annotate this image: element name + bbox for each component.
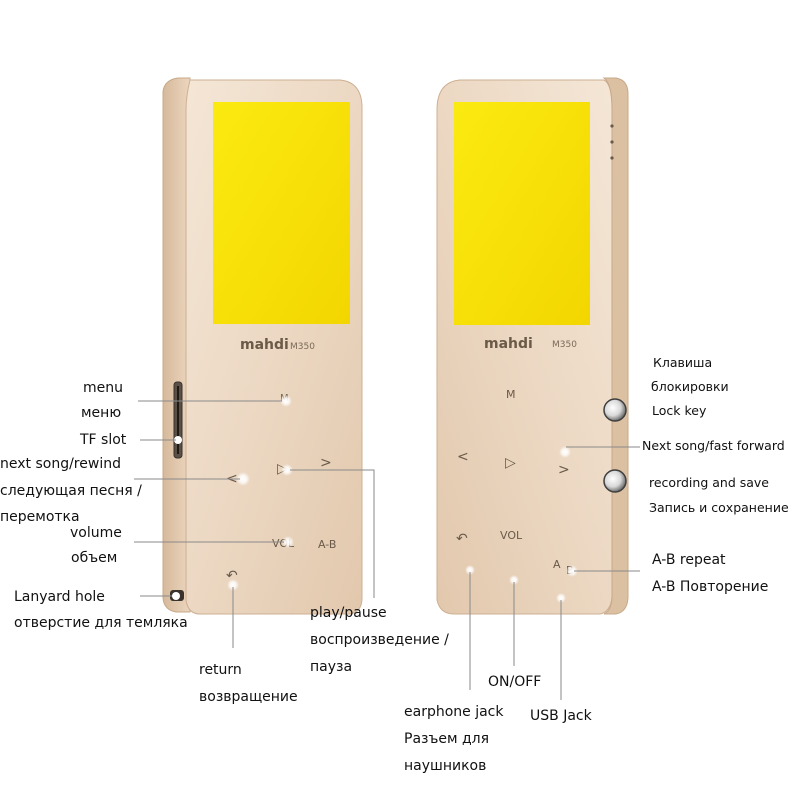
right-lock-key[interactable] xyxy=(603,398,627,422)
right-player: mahdi M350 M < ▷ > VOL A B ↶ xyxy=(436,77,629,615)
label-earphone-ru1: Разъем для xyxy=(404,731,490,747)
left-tf-dot xyxy=(174,436,182,444)
label-ab-ru: A-B Повторение xyxy=(652,579,769,595)
label-ab-en: A-B repeat xyxy=(652,552,726,568)
right-menu-button[interactable]: M xyxy=(506,388,516,401)
label-return-ru: возвращение xyxy=(199,689,298,705)
label-volume-ru: объем xyxy=(71,550,118,566)
label-next-rewind-en: next song/rewind xyxy=(0,456,121,472)
left-vol-dot xyxy=(282,536,294,548)
left-brand-logo: mahdi xyxy=(240,337,289,353)
line-play xyxy=(290,469,375,598)
right-record-key[interactable] xyxy=(603,469,627,493)
left-ab-button[interactable]: A-B xyxy=(318,538,336,551)
right-brand-logo: mahdi xyxy=(484,336,533,352)
label-tf-slot: TF slot xyxy=(80,432,127,448)
right-mic-hole-2 xyxy=(610,140,614,144)
right-ab-button-a[interactable]: A xyxy=(553,558,561,571)
left-next-button[interactable]: > xyxy=(320,455,332,471)
left-player: mahdi M350 M < ▷ > VOL A-B ↶ xyxy=(162,77,363,615)
right-play-button[interactable]: ▷ xyxy=(505,455,516,471)
left-menu-dot xyxy=(280,395,292,407)
label-rec-en: recording and save xyxy=(649,475,769,490)
right-back-button[interactable]: ↶ xyxy=(456,531,468,547)
left-model-label: M350 xyxy=(290,342,315,352)
right-player-screen xyxy=(454,102,590,325)
right-next-dot xyxy=(559,446,571,458)
right-ab-dot xyxy=(566,565,578,577)
label-play-en: play/pause xyxy=(310,605,387,621)
label-return-en: return xyxy=(199,662,242,678)
label-rec-ru: Запись и сохранение xyxy=(649,500,789,515)
label-volume-en: volume xyxy=(70,525,122,541)
left-lanyard-dot xyxy=(172,592,180,600)
right-earphone-dot xyxy=(465,565,475,575)
label-next-rewind-ru1: следующая песня / xyxy=(0,483,142,499)
left-player-screen xyxy=(213,102,350,324)
label-menu-en: menu xyxy=(83,380,123,396)
right-onoff-dot xyxy=(509,575,519,585)
right-next-button[interactable]: > xyxy=(558,462,570,478)
right-model-label: M350 xyxy=(552,340,577,350)
label-next-rewind-ru2: перемотка xyxy=(0,509,80,525)
label-lock-en: Lock key xyxy=(652,403,707,418)
right-mic-hole-1 xyxy=(610,124,614,128)
label-earphone-ru2: наушников xyxy=(404,758,487,774)
label-earphone-en: earphone jack xyxy=(404,704,504,720)
label-usb: USB Jack xyxy=(530,708,592,724)
left-back-dot xyxy=(227,579,239,591)
left-prev-dot xyxy=(236,472,250,486)
label-next-ff: Next song/fast forward xyxy=(642,438,785,453)
right-prev-button[interactable]: < xyxy=(457,449,469,465)
right-mic-hole-3 xyxy=(610,156,614,160)
label-onoff: ON/OFF xyxy=(488,674,542,690)
left-play-dot xyxy=(281,464,293,476)
label-lanyard-en: Lanyard hole xyxy=(14,589,105,605)
label-lock-ru1: Клавиша xyxy=(653,355,713,370)
label-menu-ru: меню xyxy=(81,405,122,421)
right-vol-button[interactable]: VOL xyxy=(500,529,523,542)
right-usb-dot xyxy=(556,593,566,603)
label-lock-ru2: блокировки xyxy=(651,379,729,394)
label-play-ru2: пауза xyxy=(310,659,353,675)
label-play-ru1: воспроизведение / xyxy=(310,632,449,648)
label-lanyard-ru: отверстие для темляка xyxy=(14,615,188,631)
callout-lines xyxy=(134,400,640,700)
